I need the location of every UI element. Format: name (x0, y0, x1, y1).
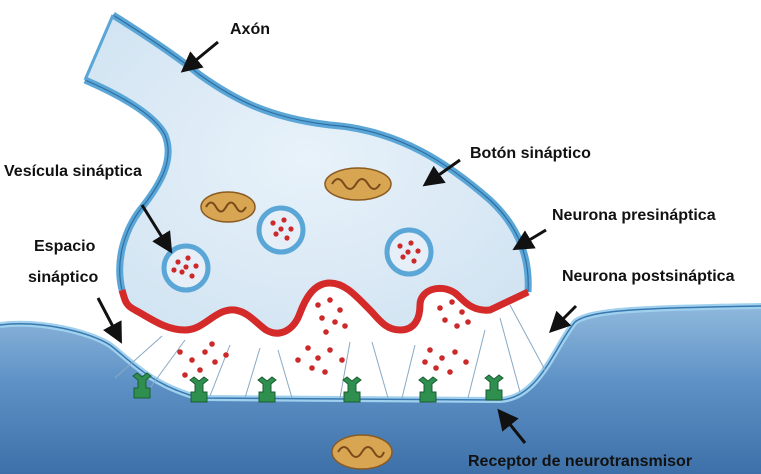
label-synaptic-button: Botón sináptico (470, 145, 591, 162)
label-synaptic-vesicle: Vesícula sináptica (4, 163, 142, 180)
vesicle-1 (164, 246, 208, 290)
label-synaptic-space-1: Espacio (34, 238, 96, 255)
arrow-axon (184, 42, 218, 70)
label-presynaptic-neuron: Neurona presináptica (552, 207, 716, 224)
mitochondrion-1 (201, 192, 255, 222)
label-postsynaptic-neuron: Neurona postsináptica (562, 268, 735, 285)
label-axon: Axón (230, 21, 270, 38)
mitochondrion-2 (325, 168, 391, 200)
label-synaptic-space-2: sináptico (28, 269, 98, 286)
receptor-6 (485, 375, 503, 400)
receptor-4 (343, 377, 361, 402)
receptor-3 (258, 377, 276, 402)
vesicle-2 (259, 208, 303, 252)
label-receptor: Receptor de neurotransmisor (468, 453, 692, 470)
vesicle-3 (387, 230, 431, 274)
arrow-synaptic-space (98, 298, 120, 340)
postsynaptic-mitochondrion (332, 435, 392, 469)
presynaptic-terminal (85, 15, 528, 333)
receptor-2 (190, 377, 208, 402)
receptor-5 (419, 377, 437, 402)
